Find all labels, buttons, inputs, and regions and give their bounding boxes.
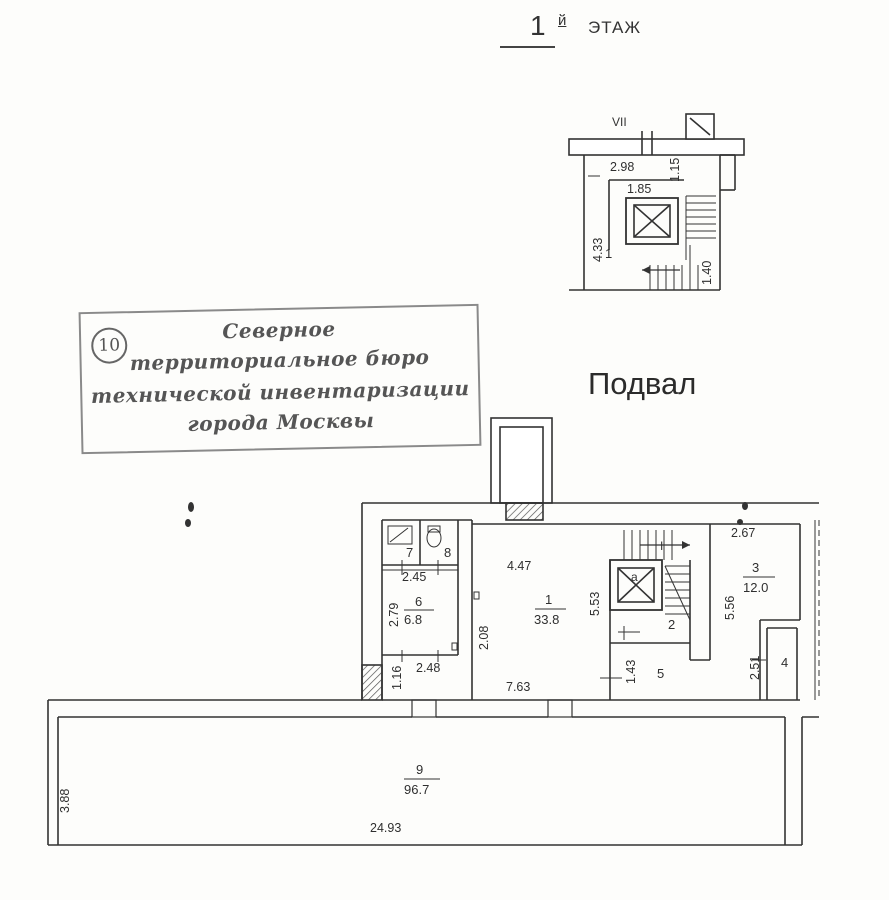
stair-mark: I: [660, 539, 663, 553]
hatched-wall-top: [505, 502, 544, 521]
ff-dim-stair: 1.40: [700, 261, 714, 285]
room-4-number: 4: [781, 655, 788, 670]
dim-7-63: 7.63: [506, 680, 530, 694]
dim-2-08: 2.08: [477, 626, 491, 650]
window-2: [547, 699, 573, 718]
lift-label: a: [631, 570, 638, 584]
basement-plan: [47, 417, 820, 846]
ff-room-1: 1: [605, 246, 612, 261]
room-7-number: 7: [406, 545, 413, 560]
room-6-number: 6: [415, 594, 422, 609]
ink-blots: [185, 502, 748, 527]
light-shaft: [490, 417, 553, 504]
room7-fixture: [387, 525, 413, 545]
room-6-area: 6.8: [404, 612, 422, 627]
dim-2-45: 2.45: [402, 570, 426, 584]
ff-top-wall: [568, 138, 745, 156]
dim-5-56: 5.56: [723, 596, 737, 620]
hatched-wall-left: [361, 664, 383, 701]
room-9-number: 9: [416, 762, 423, 777]
ff-dim-height: 4.33: [591, 238, 605, 262]
ff-lift-cabin: [633, 204, 671, 238]
floor-word: ЭТАЖ: [588, 18, 642, 37]
room-9-area: 96.7: [404, 782, 429, 797]
dim-4-47: 4.47: [507, 559, 531, 573]
ff-lift-shaft: [625, 197, 679, 245]
ff-dim-top: 2.98: [610, 160, 634, 174]
dim-2-48: 2.48: [416, 661, 440, 675]
dim-3-88: 3.88: [58, 789, 72, 813]
bs-lift-cabin: [617, 567, 655, 603]
room-3-area: 12.0: [743, 580, 768, 595]
room-1-area: 33.8: [534, 612, 559, 627]
ff-section-label: VII: [612, 115, 627, 129]
dim-1-43: 1.43: [624, 660, 638, 684]
toilet-fixture: [426, 528, 442, 548]
ff-stair: [649, 195, 716, 290]
dim-2-67: 2.67: [731, 526, 755, 540]
floor-underline: [500, 46, 555, 48]
dim-2-79: 2.79: [387, 603, 401, 627]
room-1-number: 1: [545, 592, 552, 607]
room-2-number: 2: [668, 617, 675, 632]
window-1: [411, 699, 437, 718]
dim-1-16: 1.16: [390, 666, 404, 690]
ff-dim-lift: 1.85: [627, 182, 651, 196]
room-8-number: 8: [444, 545, 451, 560]
room-3-number: 3: [752, 560, 759, 575]
basement-title: Подвал: [588, 366, 697, 401]
dim-5-53: 5.53: [588, 592, 602, 616]
dim-2-51: 2.51: [748, 656, 762, 680]
room-5-number: 5: [657, 666, 664, 681]
ff-dim-side: 1.15: [668, 158, 682, 182]
floor-suffix: й: [558, 12, 567, 29]
dim-24-93: 24.93: [370, 821, 401, 835]
first-floor-plan: [568, 113, 745, 291]
floor-number: 1: [530, 10, 546, 41]
